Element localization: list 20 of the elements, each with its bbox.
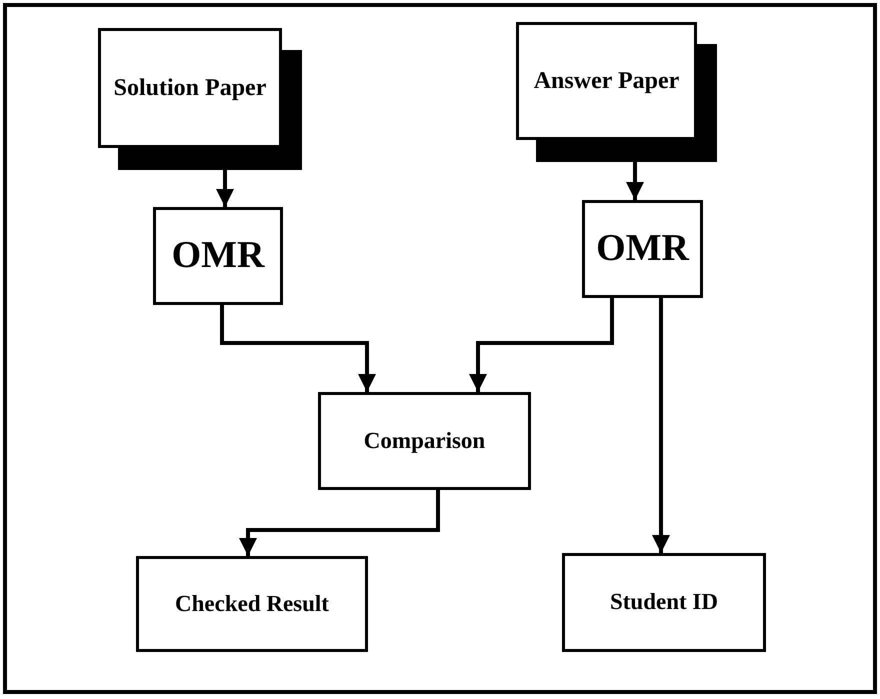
box-label: Solution Paper <box>114 74 266 103</box>
box-label: OMR <box>172 233 264 278</box>
arrow <box>239 490 440 556</box>
process-box <box>582 200 703 298</box>
arrow <box>626 162 644 200</box>
box-label: Answer Paper <box>534 67 680 96</box>
arrow <box>652 298 670 553</box>
box-label: OMR <box>596 226 689 272</box>
process-box <box>516 22 697 140</box>
process-box <box>562 553 766 652</box>
box-label: Comparison <box>364 426 486 455</box>
process-box <box>136 556 368 652</box>
process-box <box>153 207 283 305</box>
arrow <box>216 170 234 207</box>
process-box <box>318 392 531 490</box>
arrow <box>469 298 614 392</box>
box-label: Checked Result <box>175 590 329 618</box>
arrow <box>220 305 376 392</box>
box-label: Student ID <box>610 588 718 616</box>
process-box <box>98 28 282 148</box>
